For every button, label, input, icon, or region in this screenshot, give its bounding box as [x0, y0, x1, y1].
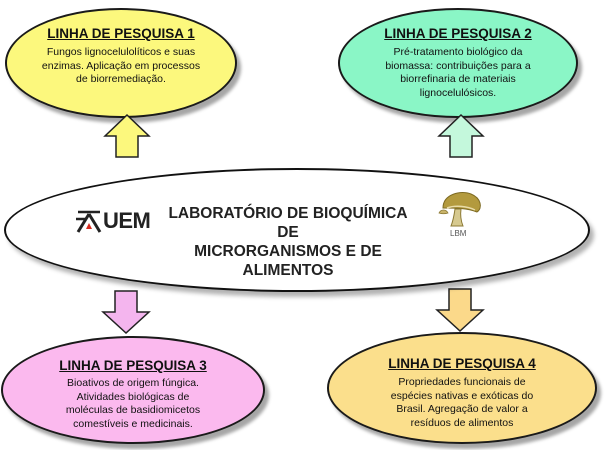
laboratory-title: LABORATÓRIO DE BIOQUÍMICA DE MICRORGANIS… [158, 204, 418, 280]
research-line-3-description: Bioativos de origem fúngica. Atividades … [27, 377, 239, 431]
research-line-2-text-line: Pré-tratamento biológico da [393, 46, 523, 58]
research-line-2-ellipse: LINHA DE PESQUISA 2 Pré-tratamento bioló… [338, 8, 578, 118]
mushroom-logo-icon [438, 192, 481, 227]
arrow-up-right-icon [437, 113, 485, 158]
research-line-3-ellipse: LINHA DE PESQUISA 3 Bioativos de origem … [1, 336, 265, 444]
research-line-3-text-line: moléculas de basidiomicetos [65, 404, 201, 416]
laboratory-ellipse [4, 168, 590, 292]
uem-logo-text: UEM [103, 208, 151, 233]
research-line-2-text-line: lignocelulósicos. [419, 86, 497, 99]
research-line-4-title: LINHA DE PESQUISA 4 [388, 356, 536, 371]
research-line-4-text-line: espécies nativas e exóticas do [390, 389, 534, 402]
research-line-3-title: LINHA DE PESQUISA 3 [59, 358, 207, 373]
arrow-down-right-icon [435, 288, 485, 333]
research-line-2-text-line: biorrefinaria de materiais [400, 73, 516, 85]
research-line-1-description: Fungos lignocelulolíticos e suas enzimas… [25, 46, 217, 87]
uem-logo-icon [76, 210, 102, 233]
research-line-3-text-line: Bioativos de origem fúngica. [67, 377, 199, 389]
research-line-4-text-line: Propriedades funcionais de [398, 376, 526, 388]
research-line-3-text-line: Atividades biológicas de [76, 390, 190, 403]
research-line-2-title: LINHA DE PESQUISA 2 [384, 26, 532, 41]
laboratory-title-line-1: LABORATÓRIO DE BIOQUÍMICA DE [168, 205, 408, 241]
research-line-1-text-line: enzimas. Aplicação em processos [41, 59, 201, 72]
research-line-1-text-line: Fungos lignocelulolíticos e suas [46, 46, 196, 58]
lbm-logo-text: LBM [450, 229, 467, 238]
research-line-2-text-line: biomassa: contribuições para a [385, 59, 531, 72]
research-line-1-title: LINHA DE PESQUISA 1 [47, 26, 195, 41]
research-line-2-description: Pré-tratamento biológico da biomassa: co… [358, 46, 558, 100]
research-line-4-ellipse: LINHA DE PESQUISA 4 Propriedades funcion… [327, 332, 597, 444]
research-line-4-text-line: Brasil. Agregação de valor a [396, 403, 528, 415]
research-line-4-description: Propriedades funcionais de espécies nati… [353, 376, 571, 430]
arrow-down-left-icon [101, 290, 151, 335]
arrow-up-left-icon [103, 113, 151, 158]
research-line-3-text-line: comestíveis e medicinais. [73, 417, 193, 430]
laboratory-title-line-2: MICRORGANISMOS E DE ALIMENTOS [194, 243, 382, 279]
research-line-1-ellipse: LINHA DE PESQUISA 1 Fungos lignocelulolí… [5, 8, 237, 118]
research-line-4-text-line: resíduos de alimentos [410, 416, 514, 429]
research-line-1-text-line: de biorremediação. [76, 73, 166, 85]
